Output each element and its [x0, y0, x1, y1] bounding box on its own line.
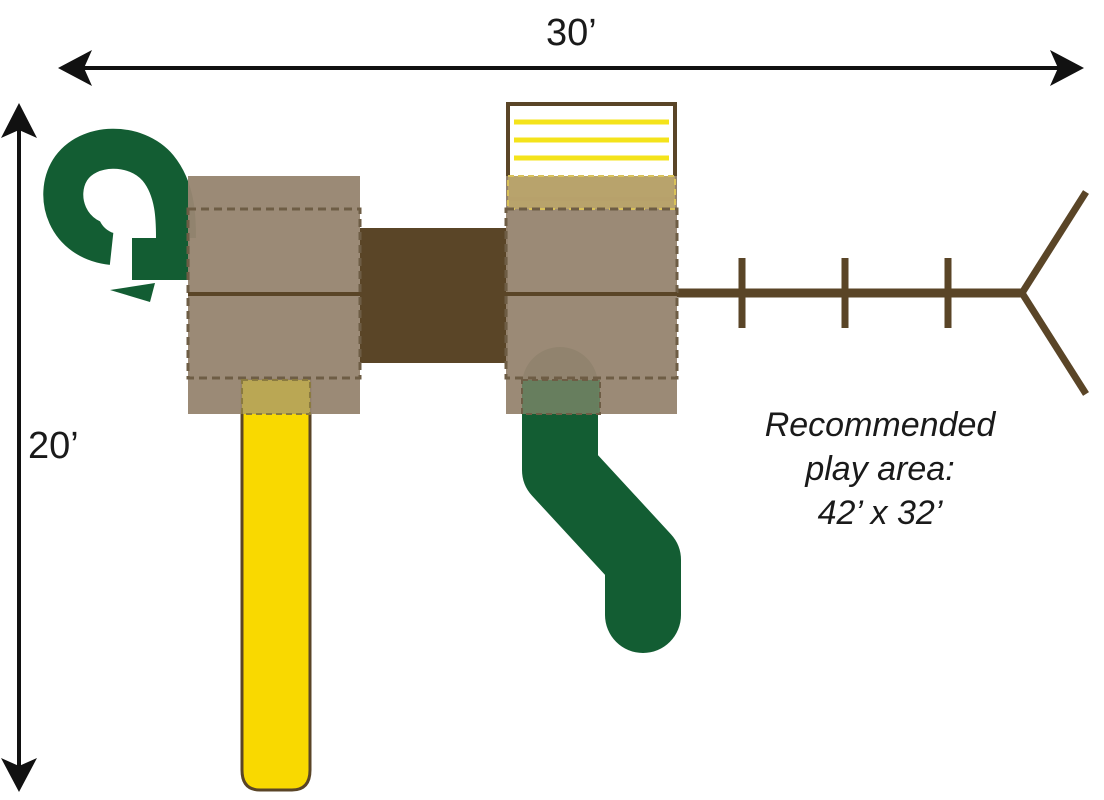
width-dimension-arrow	[58, 50, 1084, 86]
swing-beam	[676, 190, 1089, 396]
green-spiral-slide	[43, 128, 196, 302]
play-area-line-2: play area:	[805, 450, 955, 488]
yellow-slide	[240, 378, 312, 792]
play-area-note: Recommended play area: 42’ x 32’	[735, 403, 1025, 535]
play-area-line-1: Recommended	[764, 406, 996, 444]
bridge	[360, 228, 508, 363]
left-deck	[186, 176, 362, 415]
play-area-line-3: 42’ x 32’	[817, 494, 943, 532]
green-wave-slide	[522, 347, 681, 653]
width-dimension-label: 30’	[546, 12, 597, 54]
height-dimension-label: 20’	[28, 425, 79, 467]
right-deck	[504, 175, 679, 415]
height-dimension-arrow	[1, 103, 37, 792]
